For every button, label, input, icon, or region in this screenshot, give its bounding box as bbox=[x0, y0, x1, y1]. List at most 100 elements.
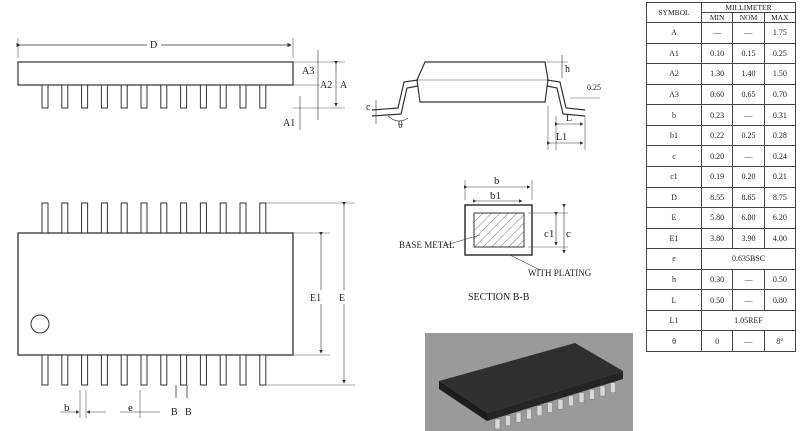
dim-l-label: L bbox=[566, 113, 572, 124]
cell-symbol: A2 bbox=[646, 63, 702, 85]
front-pin bbox=[41, 84, 49, 109]
cell-symbol: c bbox=[646, 145, 702, 167]
dim-b-plan-label: b bbox=[64, 402, 70, 414]
cell-min: 0.23 bbox=[700, 104, 734, 126]
section-bb: b b1 c1 c BASE METAL WITH PLATING SECTIO… bbox=[399, 175, 592, 303]
dim-a3-label: A3 bbox=[302, 66, 314, 77]
photo-pin bbox=[526, 408, 532, 420]
section-title: SECTION B-B bbox=[468, 292, 530, 303]
cell-symbol: L1 bbox=[646, 309, 702, 332]
front-view: D A3 A2 A A1 bbox=[16, 38, 348, 130]
plan-pin-bottom bbox=[41, 354, 49, 386]
section-mark-left: B bbox=[171, 407, 178, 418]
plan-pin-bottom bbox=[239, 354, 247, 386]
plan-pin-top bbox=[140, 202, 148, 234]
table-row: A——1.75 bbox=[646, 22, 797, 44]
cell-nom: 0.15 bbox=[732, 42, 765, 65]
cell-nom: — bbox=[732, 289, 765, 311]
cell-min: 1.30 bbox=[700, 63, 734, 85]
cell-symbol: b1 bbox=[646, 124, 702, 147]
cell-symbol: A1 bbox=[646, 42, 702, 65]
plan-pin-bottom bbox=[160, 354, 168, 386]
cell-min: 3.80 bbox=[700, 227, 734, 250]
front-pin bbox=[219, 84, 227, 109]
cell-nom: — bbox=[732, 145, 765, 167]
photo-pin bbox=[494, 418, 501, 430]
plan-pin-top bbox=[81, 202, 89, 234]
plan-pin-top bbox=[239, 202, 247, 234]
cell-nom: 3.90 bbox=[732, 227, 765, 250]
front-pin bbox=[61, 84, 69, 109]
package-photo bbox=[425, 333, 633, 431]
cell-symbol: b bbox=[646, 104, 702, 126]
front-pin bbox=[120, 84, 128, 109]
photo-pin bbox=[599, 385, 606, 397]
cell-nom: — bbox=[732, 268, 765, 291]
cell-max: 0.25 bbox=[763, 42, 797, 65]
cell-symbol: A3 bbox=[646, 83, 702, 106]
cell-min: 0.30 bbox=[700, 268, 734, 291]
cell-max: 0.28 bbox=[763, 124, 797, 147]
cell-min: 0.20 bbox=[700, 145, 734, 167]
plan-pin-top bbox=[120, 202, 128, 234]
cell-min: 0 bbox=[700, 330, 734, 352]
cell-max: 0.50 bbox=[763, 268, 797, 291]
photo-pin bbox=[536, 405, 543, 417]
cell-max: 1.75 bbox=[763, 22, 797, 44]
front-pin bbox=[180, 84, 188, 109]
dim-e-label: E bbox=[339, 293, 345, 304]
cell-symbol: c1 bbox=[646, 165, 702, 188]
front-pin bbox=[239, 84, 247, 109]
dim-c-side-label: c bbox=[366, 102, 371, 113]
plan-pin-bottom bbox=[180, 354, 188, 386]
cell-symbol: D bbox=[646, 186, 702, 209]
cell-max: 0.24 bbox=[763, 145, 797, 167]
photo-pins bbox=[494, 382, 616, 430]
cell-min: — bbox=[700, 22, 734, 44]
dim-c1-label: c1 bbox=[544, 228, 554, 240]
cell-nom: 6.00 bbox=[732, 207, 765, 229]
cell-max: 4.00 bbox=[763, 227, 797, 250]
front-pin bbox=[259, 84, 267, 109]
cell-max: 0.70 bbox=[763, 83, 797, 106]
front-pins bbox=[41, 84, 267, 109]
header-max: MAX bbox=[763, 12, 797, 23]
plan-pin-bottom bbox=[140, 354, 148, 386]
dim-a1-label: A1 bbox=[283, 118, 295, 129]
side-body bbox=[416, 61, 549, 103]
cell-nom: — bbox=[732, 104, 765, 126]
photo-chip-side bbox=[439, 381, 487, 421]
plan-pin-bottom bbox=[259, 354, 267, 386]
plan-pin-top bbox=[61, 202, 69, 234]
side-view: h 0.25 c θ L L1 bbox=[366, 55, 601, 150]
plan-pin-bottom bbox=[219, 354, 227, 386]
dim-theta-label: θ bbox=[398, 120, 403, 131]
plan-pin-top bbox=[180, 202, 188, 234]
section-mark-right: B bbox=[185, 407, 192, 418]
dim-a2-label: A2 bbox=[320, 80, 332, 91]
plan-pin-bottom bbox=[61, 354, 69, 386]
cell-value: 1.05REF bbox=[701, 309, 796, 332]
cell-max: 1.50 bbox=[763, 63, 797, 85]
cell-min: 0.10 bbox=[700, 42, 734, 65]
dim-l1-label: L1 bbox=[556, 132, 567, 143]
plan-pin-top bbox=[100, 202, 108, 234]
photo-pin bbox=[547, 402, 553, 413]
front-pin bbox=[81, 84, 89, 109]
photo-pin bbox=[610, 382, 616, 393]
cell-max: 0.31 bbox=[763, 104, 797, 126]
cell-min: 0.50 bbox=[700, 289, 734, 311]
cell-nom: 1.40 bbox=[732, 63, 765, 85]
plan-body bbox=[17, 232, 294, 356]
